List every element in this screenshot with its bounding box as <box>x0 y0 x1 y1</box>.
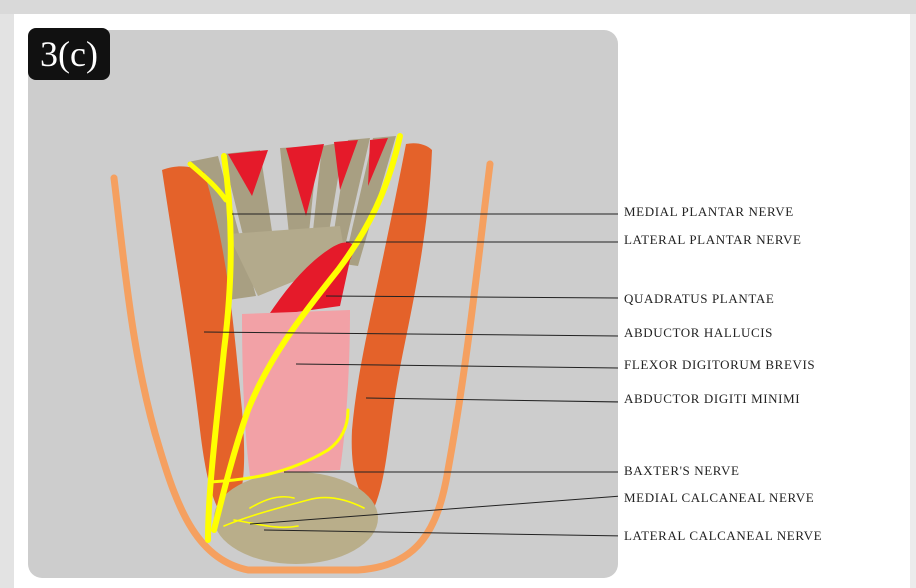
calcaneal-pad <box>214 472 378 564</box>
label-abductor-hallucis: ABDUCTOR HALLUCIS <box>624 325 773 341</box>
panel-label: 3(c) <box>28 28 110 80</box>
left-border <box>0 14 14 588</box>
label-baxters-nerve: BAXTER'S NERVE <box>624 463 740 479</box>
label-lateral-plantar-nerve: LATERAL PLANTAR NERVE <box>624 232 802 248</box>
right-border <box>910 14 916 588</box>
label-medial-plantar-nerve: MEDIAL PLANTAR NERVE <box>624 204 794 220</box>
label-lateral-calcaneal-nerve: LATERAL CALCANEAL NERVE <box>624 528 822 544</box>
label-medial-calcaneal-nerve: MEDIAL CALCANEAL NERVE <box>624 490 814 506</box>
foot-anatomy-drawing <box>28 30 618 578</box>
label-flexor-digitorum-brevis: FLEXOR DIGITORUM BREVIS <box>624 357 815 373</box>
top-border <box>0 0 916 14</box>
label-abductor-digiti-minimi: ABDUCTOR DIGITI MINIMI <box>624 391 800 407</box>
label-quadratus-plantae: QUADRATUS PLANTAE <box>624 291 774 307</box>
